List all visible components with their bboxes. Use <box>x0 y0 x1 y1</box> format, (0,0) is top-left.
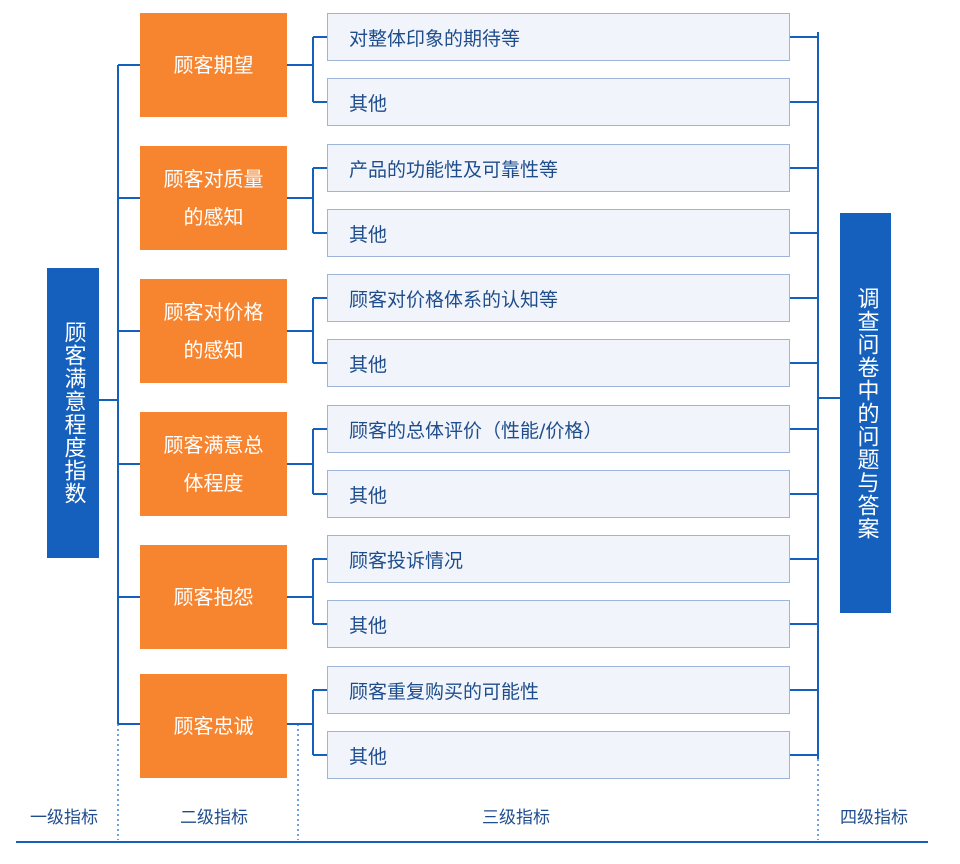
level-label-3: 三级指标 <box>482 808 550 828</box>
level-label-2: 二级指标 <box>180 808 248 828</box>
level3-node: 其他 <box>327 209 790 257</box>
level3-node: 其他 <box>327 731 790 779</box>
level3-node: 顾客的总体评价（性能/价格） <box>327 405 790 453</box>
level3-node: 顾客重复购买的可能性 <box>327 666 790 714</box>
level3-node: 对整体印象的期待等 <box>327 13 790 61</box>
level2-node-complaint: 顾客抱怨 <box>140 545 287 649</box>
level2-node-satisfaction: 顾客满意总体程度 <box>140 412 287 516</box>
level2-node-loyalty: 顾客忠诚 <box>140 674 287 778</box>
level3-node: 其他 <box>327 339 790 387</box>
level2-label: 顾客对质量的感知 <box>163 167 264 229</box>
level2-label: 顾客抱怨 <box>173 585 254 609</box>
level2-label: 顾客忠诚 <box>173 714 254 738</box>
level3-node: 其他 <box>327 78 790 126</box>
level2-node-quality: 顾客对质量的感知 <box>140 146 287 250</box>
level3-node: 顾客对价格体系的认知等 <box>327 274 790 322</box>
level3-node: 产品的功能性及可靠性等 <box>327 144 790 192</box>
level-label-1: 一级指标 <box>30 808 98 828</box>
level4-node: 调查问卷中的问题与答案 <box>840 213 891 613</box>
level2-label: 顾客满意总体程度 <box>163 433 264 495</box>
level-label-4: 四级指标 <box>840 808 908 828</box>
level3-node: 顾客投诉情况 <box>327 535 790 583</box>
level2-node-expectation: 顾客期望 <box>140 13 287 117</box>
level3-node: 其他 <box>327 600 790 648</box>
level4-label: 调查问卷中的问题与答案 <box>853 286 879 540</box>
level2-node-price: 顾客对价格的感知 <box>140 279 287 383</box>
root-node: 顾客满意程度指数 <box>47 268 99 558</box>
level2-label: 顾客期望 <box>173 53 254 77</box>
root-label: 顾客满意程度指数 <box>60 321 86 505</box>
level3-node: 其他 <box>327 470 790 518</box>
level2-label: 顾客对价格的感知 <box>163 300 264 362</box>
